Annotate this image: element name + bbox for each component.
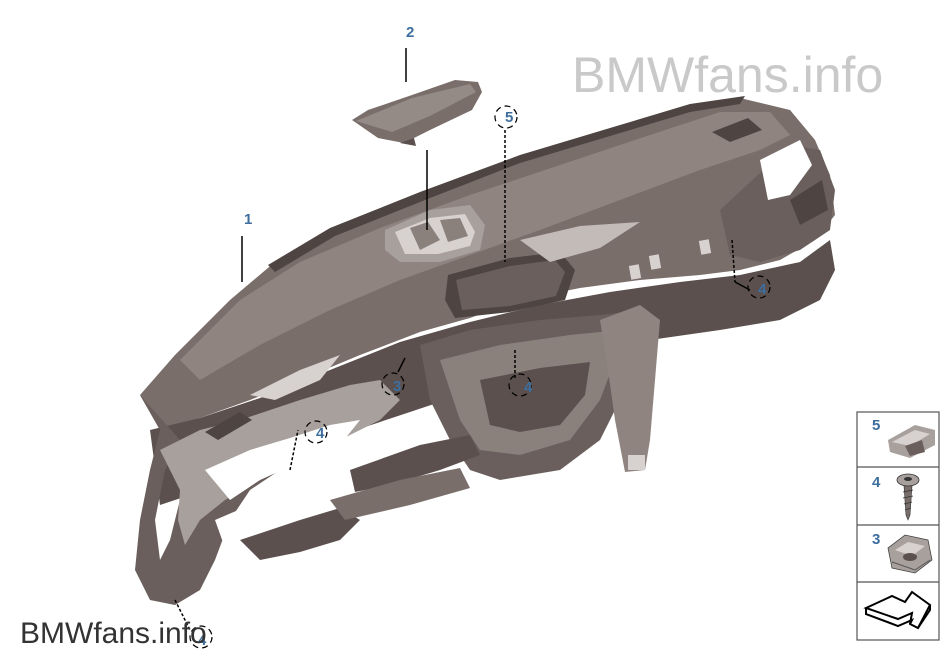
leader-3	[397, 357, 406, 373]
ring-4a	[304, 420, 328, 444]
callout-4-center: 4	[524, 379, 533, 396]
callout-4-left: 4	[316, 425, 325, 442]
leader-4c2	[734, 281, 751, 291]
callout-4-right: 4	[758, 281, 767, 298]
legend-panel: 5 4 3	[856, 411, 940, 641]
callout-2: 2	[406, 24, 414, 41]
legend-label-4: 4	[872, 474, 881, 491]
callout-1: 1	[244, 211, 252, 228]
clip-icon	[888, 425, 935, 458]
callout-3: 3	[393, 378, 401, 395]
callout-4-bottom: 4	[198, 632, 207, 649]
leader-4c	[731, 239, 736, 283]
legend-label-3: 3	[872, 531, 880, 548]
callout-rings	[189, 105, 771, 649]
watermark-bottom: BMWfans.info	[20, 617, 207, 650]
ring-4b	[508, 373, 532, 397]
leader-4d	[174, 599, 191, 631]
arrow-icon	[863, 590, 932, 630]
watermark-top: BMWfans.info	[572, 47, 883, 103]
ring-3	[381, 372, 405, 396]
screw-icon	[896, 473, 920, 521]
ring-4d	[189, 625, 213, 649]
ring-5	[494, 105, 518, 129]
nut-clip-icon	[887, 534, 933, 574]
legend-label-5: 5	[872, 417, 880, 434]
callout-5: 5	[505, 109, 513, 126]
leader-4a	[289, 429, 299, 471]
ring-4c	[747, 275, 771, 299]
part-2-cover	[352, 80, 482, 146]
part-1-dashboard	[135, 96, 835, 605]
leader-lines	[174, 48, 751, 631]
